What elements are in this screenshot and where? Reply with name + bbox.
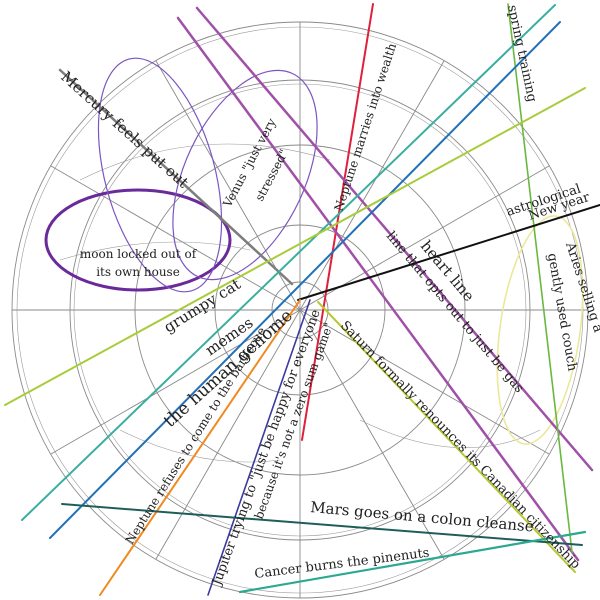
jupiter-line bbox=[207, 299, 311, 596]
moon-ellipse bbox=[44, 188, 232, 292]
mars-label: Mars goes on a colon cleanse bbox=[310, 498, 535, 535]
saturn-label: Saturn formally renounces its Canadian c… bbox=[337, 318, 583, 572]
zodiac-wheel bbox=[11, 21, 589, 599]
ellipses bbox=[44, 57, 584, 445]
spring-training-label: spring training bbox=[504, 4, 539, 104]
barbecue-line bbox=[99, 299, 301, 596]
opt-out-line bbox=[195, 6, 594, 472]
moon-label-2: its own house bbox=[96, 265, 180, 279]
cancer-line bbox=[238, 530, 587, 594]
mars-line bbox=[61, 503, 583, 546]
lime-line bbox=[4, 87, 586, 406]
mercury-line bbox=[58, 68, 294, 286]
new-year-line bbox=[297, 204, 600, 301]
heart-line bbox=[176, 16, 580, 562]
aries-ellipse bbox=[496, 215, 584, 445]
neptune-wealth-line bbox=[301, 3, 374, 441]
saturn-line bbox=[317, 301, 576, 573]
mercury-label: Mercury feels put out bbox=[57, 68, 192, 192]
blue-line bbox=[49, 21, 561, 539]
teal-line bbox=[21, 4, 556, 521]
moon-label-1: moon locked out of bbox=[80, 247, 198, 261]
spring-training-line bbox=[507, 3, 573, 553]
venus-ellipse-2 bbox=[172, 69, 318, 281]
venus-ellipse-1 bbox=[97, 57, 223, 293]
connection-lines bbox=[4, 3, 600, 596]
